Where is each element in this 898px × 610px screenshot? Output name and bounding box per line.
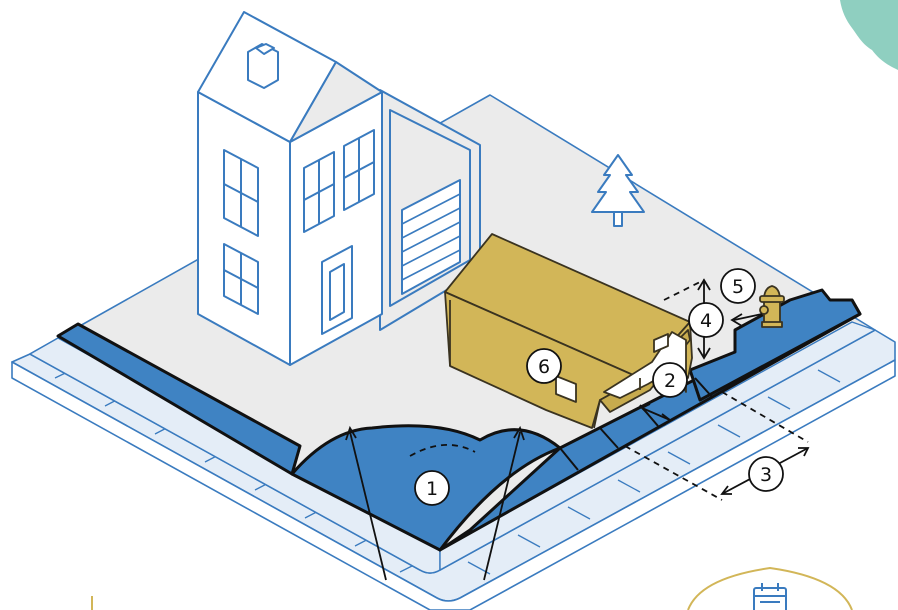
svg-text:6: 6: [538, 356, 550, 378]
callout-5: 5: [721, 269, 755, 303]
callout-4: 4: [689, 303, 723, 337]
svg-text:1: 1: [426, 478, 438, 500]
foliage-corner: [840, 0, 898, 70]
svg-text:5: 5: [732, 276, 744, 298]
svg-text:2: 2: [664, 370, 676, 392]
calendar-badge: [688, 568, 852, 610]
callout-6: 6: [527, 349, 561, 383]
callout-1: 1: [415, 471, 449, 505]
callout-3: 3: [749, 457, 783, 491]
svg-text:4: 4: [700, 310, 712, 332]
callout-2: 2: [653, 363, 687, 397]
svg-text:3: 3: [760, 464, 772, 486]
